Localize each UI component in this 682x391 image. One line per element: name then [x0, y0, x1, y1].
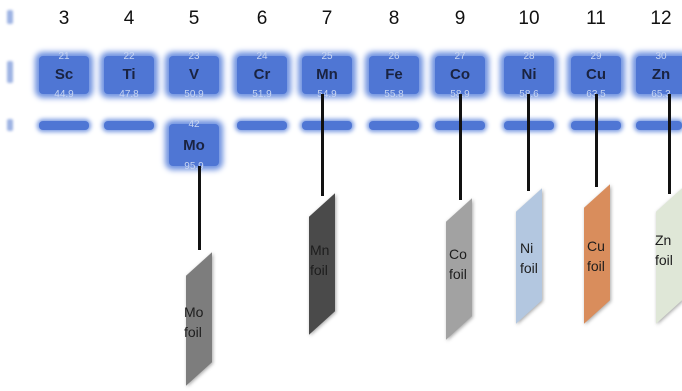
element-symbol: Ni: [521, 66, 537, 83]
mo-foil-label: Mo foil: [184, 302, 203, 342]
foil-label-line2: foil: [655, 252, 673, 268]
edge-tick: [7, 10, 13, 24]
element-symbol: Zn: [651, 66, 671, 83]
element-symbol: Mo: [183, 137, 205, 154]
element-symbol: Cr: [253, 66, 271, 83]
element-symbol: Cu: [586, 66, 606, 83]
atomic-mass: 50.9: [184, 89, 204, 100]
cu-foil-label: Cu foil: [587, 236, 605, 276]
atomic-number: 27: [454, 51, 466, 62]
atomic-number: 28: [523, 51, 535, 62]
group-number-6: 6: [256, 8, 268, 29]
element-symbol: Sc: [54, 66, 74, 83]
atomic-number: 23: [188, 51, 200, 62]
element-cell-v: 23 V 50.9: [169, 51, 219, 100]
atomic-mass: 95.9: [184, 161, 204, 172]
atomic-mass: 47.8: [119, 89, 139, 100]
group-number-8: 8: [388, 8, 400, 29]
element-cell-cu: 29 Cu 63.5: [571, 51, 621, 100]
foil-label-line1: Co: [449, 246, 467, 262]
mn-wire: [321, 94, 324, 196]
mo-wire: [198, 166, 201, 250]
group-number-9: 9: [454, 8, 466, 29]
element-symbol: Co: [450, 66, 470, 83]
group-number-3: 3: [58, 8, 70, 29]
period5-bar: [39, 121, 89, 130]
ni-wire: [527, 94, 530, 191]
edge-tick: [7, 119, 13, 131]
element-cell-zn: 30 Zn 65.3: [636, 51, 682, 100]
foil-label-line1: Ni: [520, 240, 534, 256]
atomic-mass: 51.9: [252, 89, 272, 100]
group-number-7: 7: [321, 8, 333, 29]
period5-bar: [302, 121, 352, 130]
period5-bar: [237, 121, 287, 130]
element-symbol: Mn: [316, 66, 338, 83]
edge-tick: [7, 61, 13, 83]
foil-label-line1: Mn: [310, 242, 330, 258]
element-cell-co: 27 Co 58.9: [435, 51, 485, 100]
element-cell-ti: 22 Ti 47.8: [104, 51, 154, 100]
element-cell-cr: 24 Cr 51.9: [237, 51, 287, 100]
group-number-11: 11: [586, 8, 606, 29]
element-cell-ni: 28 Ni 58.6: [504, 51, 554, 100]
atomic-number: 21: [58, 51, 70, 62]
element-symbol: V: [188, 66, 199, 83]
period5-bar: [636, 121, 682, 130]
atomic-number: 22: [123, 51, 135, 62]
foil-label-line2: foil: [449, 266, 467, 282]
foil-label-line2: foil: [184, 324, 202, 340]
element-symbol: Ti: [122, 66, 136, 83]
atomic-number: 24: [256, 51, 268, 62]
foil-label-line1: Cu: [587, 238, 605, 254]
mn-foil-label: Mn foil: [310, 240, 329, 280]
element-cell-sc: 21 Sc 44.9: [39, 51, 89, 100]
atomic-mass: 55.8: [384, 89, 404, 100]
ni-foil-label: Ni foil: [520, 238, 538, 278]
atomic-mass: 54.9: [317, 89, 337, 100]
zn-wire: [668, 94, 671, 194]
zn-foil-label: Zn foil: [655, 230, 673, 270]
atomic-mass: 65.3: [651, 89, 671, 100]
period5-bar: [104, 121, 154, 130]
atomic-number: 42: [188, 119, 200, 130]
element-symbol: Fe: [385, 66, 403, 83]
atomic-number: 29: [590, 51, 602, 62]
atomic-number: 26: [388, 51, 400, 62]
co-wire: [459, 94, 462, 200]
co-foil-label: Co foil: [449, 244, 467, 284]
foil-label-line2: foil: [520, 260, 538, 276]
element-cell-mo: 42 Mo 95.9: [169, 119, 219, 172]
group-number-10: 10: [518, 8, 540, 29]
foil-label-line1: Mo: [184, 304, 204, 320]
group-number-12: 12: [650, 8, 672, 29]
foil-label-line2: foil: [587, 258, 605, 274]
foil-label-line2: foil: [310, 262, 328, 278]
atomic-number: 30: [655, 51, 667, 62]
group-number-5: 5: [188, 8, 200, 29]
element-cell-fe: 26 Fe 55.8: [369, 51, 419, 100]
period5-bar: [369, 121, 419, 130]
group-number-4: 4: [123, 8, 135, 29]
cu-wire: [595, 94, 598, 187]
element-cell-mn: 25 Mn 54.9: [302, 51, 352, 100]
atomic-mass: 44.9: [54, 89, 74, 100]
foil-label-line1: Zn: [655, 232, 672, 248]
atomic-number: 25: [321, 51, 333, 62]
